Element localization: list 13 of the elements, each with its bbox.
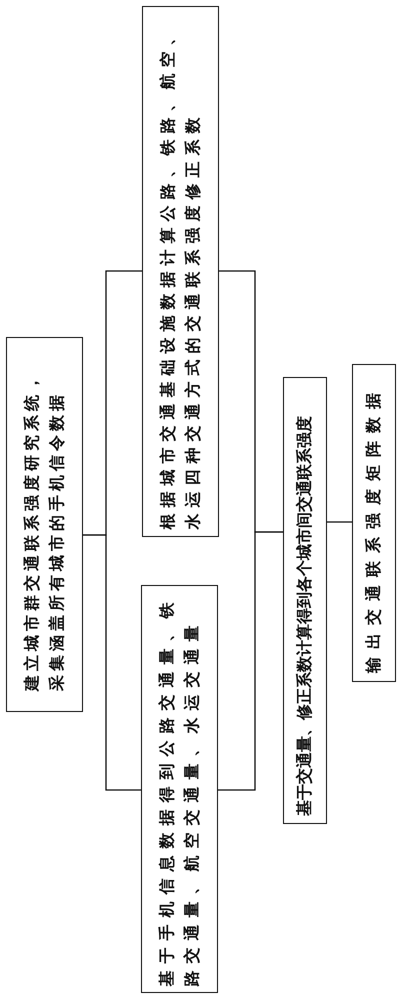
process-box xyxy=(6,337,83,712)
step-text: 基于手机信息数据得到公路交通量、铁路交通量、航空交通量、水运交通量 xyxy=(156,594,202,986)
step-text: 根据城市交通基础设施数据计算公路、铁路、航空、水运四种交通方式的交通联系强度修正系数 xyxy=(156,22,202,529)
step-text: 输出交通联系强度矩阵数据 xyxy=(362,384,384,673)
connector-line xyxy=(219,270,283,533)
connector-line xyxy=(327,521,352,523)
process-box xyxy=(142,6,219,537)
process-box xyxy=(352,364,396,682)
step-text: 建立城市群交通联系强度研究系统，采集涵盖所有城市的手机信令数据 xyxy=(20,370,66,690)
step-text: 基于交通量、修正系数计算得到各个城市间交通联系强度 xyxy=(294,414,315,816)
connector-line xyxy=(83,270,142,536)
process-box xyxy=(283,377,327,824)
process-box xyxy=(141,585,218,993)
